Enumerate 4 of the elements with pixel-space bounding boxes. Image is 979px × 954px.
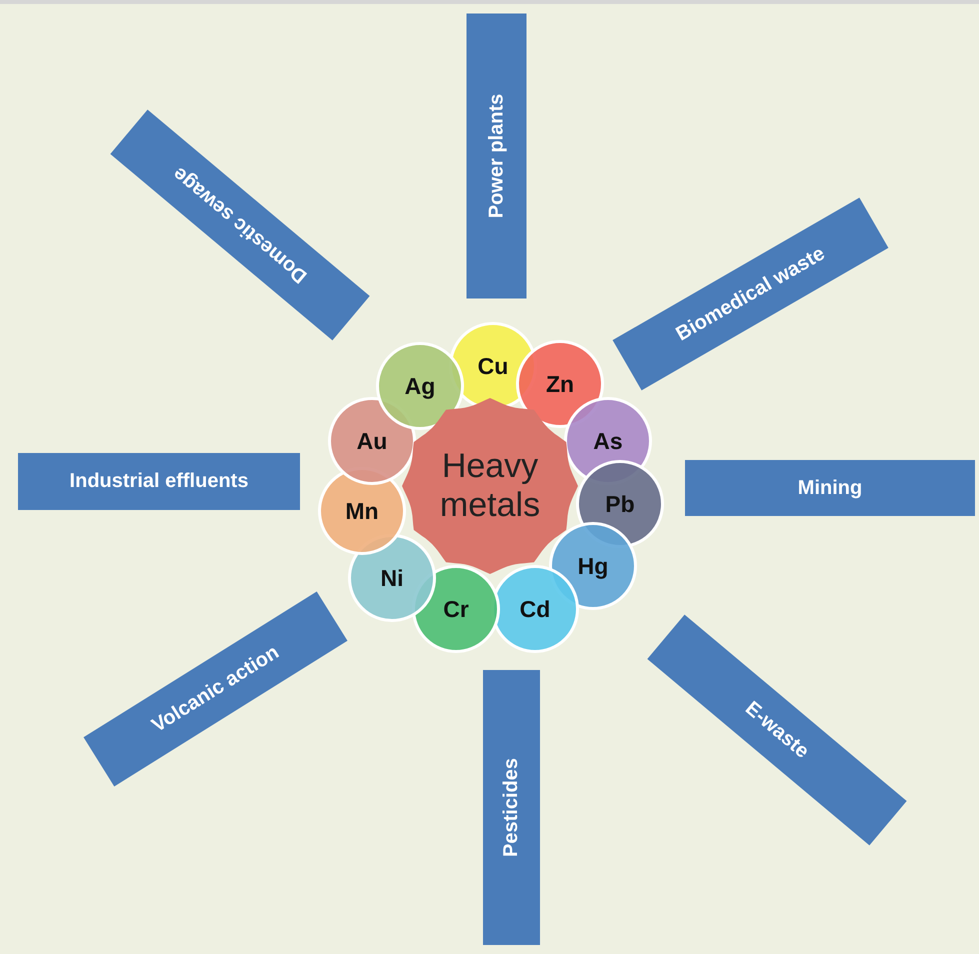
source-banner: Industrial effluents [18, 452, 300, 510]
source-banner: Power plants [466, 14, 526, 298]
source-banner: Mining [685, 460, 975, 516]
source-banner: Pesticides [482, 670, 540, 944]
